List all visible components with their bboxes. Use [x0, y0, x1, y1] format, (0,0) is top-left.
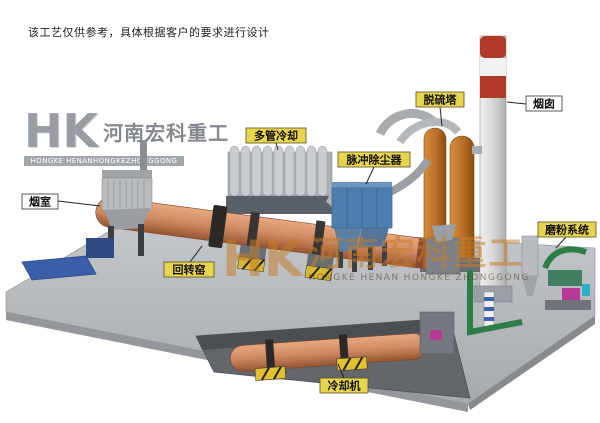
collector-hopper	[358, 224, 390, 248]
kiln-support-pier	[237, 244, 267, 273]
svg-text:多管冷却: 多管冷却	[254, 129, 298, 143]
collector-outlet-duct	[388, 157, 432, 196]
label-cooling-machine: 冷却机	[319, 363, 369, 394]
kiln-tire-ring	[246, 211, 260, 251]
baghouse-stack	[140, 140, 147, 174]
cooler-tubes	[229, 145, 328, 197]
logo-latin-bar: HONGKE HENANHONGKEZHONGGONG	[24, 155, 184, 166]
label-smoke-chamber: 烟室	[21, 193, 101, 210]
chimney	[473, 35, 513, 329]
cooler-tire-ring	[265, 339, 276, 373]
cooler-support-block	[254, 366, 287, 381]
grinding-system	[467, 235, 591, 336]
chimney-red-band	[480, 76, 506, 98]
cyclone-cylinder	[521, 235, 539, 277]
kiln-girth-gear	[208, 205, 228, 249]
blue-ground-pad	[21, 255, 97, 281]
cooler-base-frame	[226, 196, 334, 214]
pulse-dust-collector	[331, 157, 432, 272]
company-logo: HK 河南宏科重工 HONGKE HENANHONGKEZHONGGONG	[24, 104, 228, 166]
kiln-head-housing	[425, 224, 461, 275]
discharge-feeder	[430, 330, 442, 340]
chimney-white-band	[480, 58, 506, 76]
cyan-valve	[582, 284, 590, 296]
chimney-red-band	[480, 36, 506, 58]
disclaimer-note: 该工艺仅供参考，具体根据客户的要求进行设计	[28, 26, 270, 39]
feed-equipment	[86, 238, 114, 258]
label-multi-tube-cooler: 多管冷却	[245, 127, 307, 151]
mill-unit	[548, 270, 582, 286]
green-pipe	[467, 270, 523, 336]
label-pulse-dust-collector: 脉冲除尘器	[337, 151, 411, 185]
svg-text:脉冲除尘器: 脉冲除尘器	[346, 153, 403, 167]
svg-text:冷却机: 冷却机	[328, 379, 361, 393]
smoke-chamber-baghouse	[21, 140, 153, 281]
green-pipe	[542, 246, 587, 270]
multi-tube-cooler	[226, 145, 345, 225]
label-rotary-kiln: 回转窑	[163, 245, 215, 278]
magenta-feeder	[562, 288, 580, 302]
kiln-tire-ring	[311, 220, 326, 260]
mill-base	[545, 300, 591, 310]
kiln-support-pier	[304, 253, 334, 282]
svg-text:烟室: 烟室	[29, 195, 51, 209]
label-chimney: 烟囱	[506, 95, 563, 112]
logo-company-name: 河南宏科重工	[103, 121, 230, 146]
collector-hopper	[334, 226, 362, 252]
label-desulfurization-tower: 脱硫塔	[415, 91, 465, 127]
svg-text:脱硫塔: 脱硫塔	[424, 93, 458, 107]
level-indicator-column	[483, 291, 495, 329]
cooler-support-block	[336, 356, 368, 372]
baghouse-pleats	[107, 180, 145, 208]
cyclone-cone	[522, 276, 538, 296]
svg-text:回转窑: 回转窑	[173, 263, 206, 277]
logo-hk-monogram: HK	[24, 104, 99, 158]
cooler-discharge-housing	[419, 311, 455, 355]
cooling-machine	[229, 333, 427, 381]
flue-duct	[396, 118, 462, 145]
svg-text:烟囱: 烟囱	[533, 97, 555, 111]
label-grinding-system: 磨粉系统	[537, 221, 597, 249]
collector-panel-lines	[346, 188, 378, 228]
tower-to-chimney-duct	[472, 146, 482, 154]
svg-text:磨粉系统: 磨粉系统	[544, 223, 589, 237]
